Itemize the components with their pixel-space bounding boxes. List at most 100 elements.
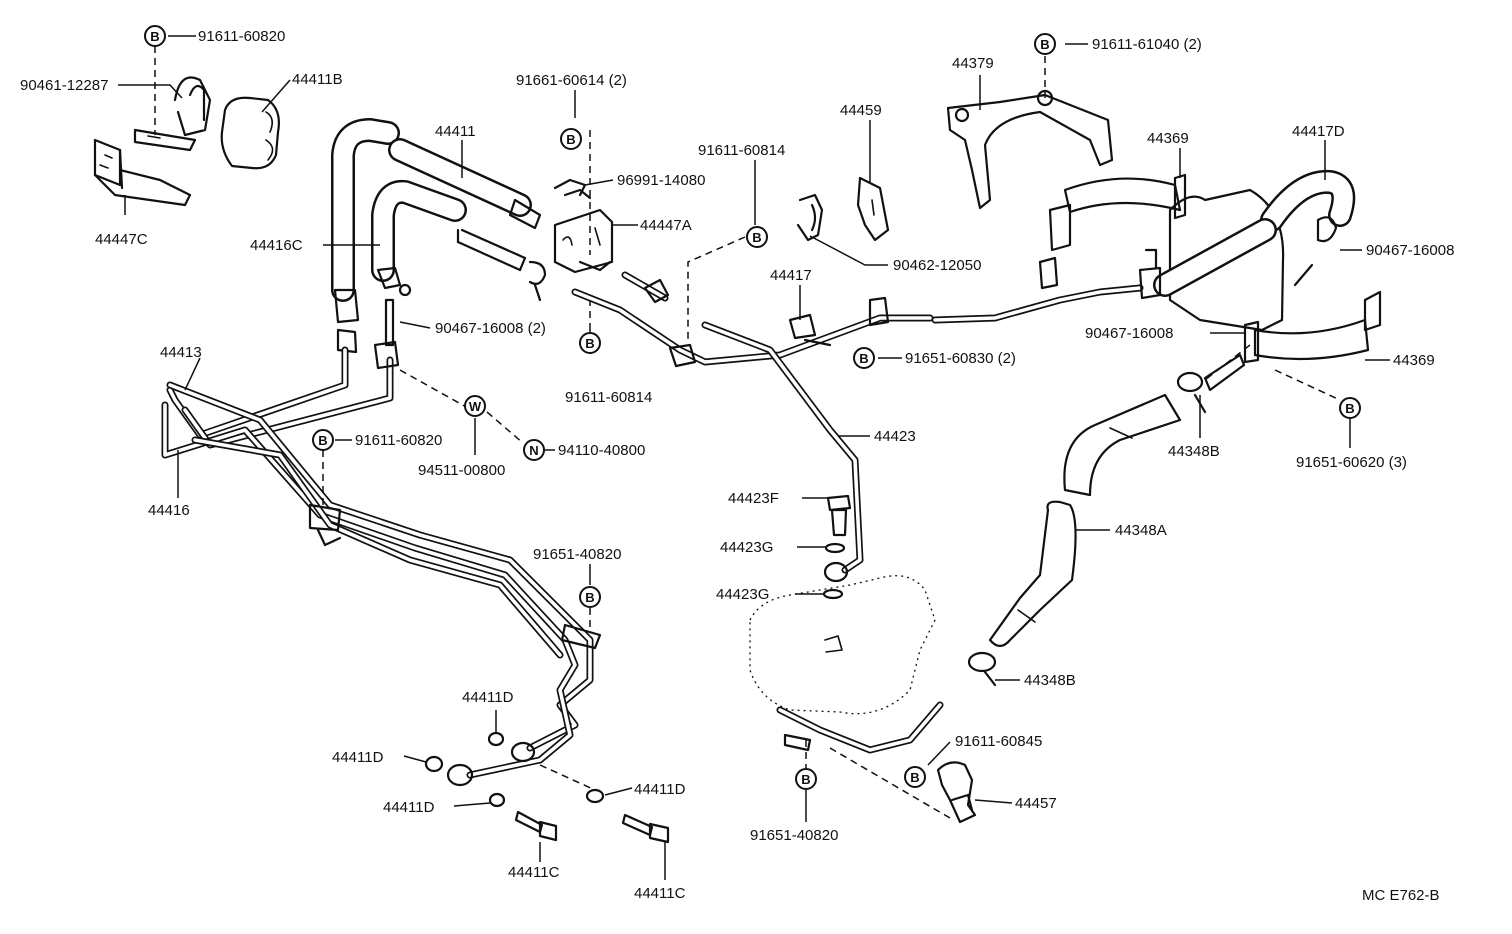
label-p22: 90467-16008 <box>1085 325 1173 342</box>
diagram-reference-code: MC E762-B <box>1362 887 1440 904</box>
leader-lines <box>118 35 1390 880</box>
union-bolt-44411c-1 <box>514 810 558 842</box>
bolt-symbol-4: B <box>746 226 768 248</box>
svg-text:B: B <box>566 132 575 147</box>
label-p20: 91611-60814 <box>565 389 652 406</box>
fuel-tank-strap-44369-lower <box>1243 290 1382 364</box>
hose-44417d <box>1153 169 1356 297</box>
label-p33: 44423G <box>720 539 773 556</box>
bolt-symbol-6: B <box>853 347 875 369</box>
label-p9: 44447A <box>640 217 692 234</box>
svg-text:N: N <box>529 443 538 458</box>
fuel-tank-strap-44369-upper <box>1048 173 1187 252</box>
clamp-90467-16008-tank <box>1138 248 1162 300</box>
label-p23: 44369 <box>1393 352 1435 369</box>
label-p41: 44411D <box>634 781 686 798</box>
label-p29: 44423 <box>874 428 916 445</box>
label-p12: 90462-12050 <box>893 257 981 274</box>
union-bolt-44411c-2 <box>621 813 670 844</box>
bolt-symbol-10: B <box>904 766 926 788</box>
label-p3: 44411B <box>292 71 343 88</box>
svg-text:B: B <box>752 230 761 245</box>
label-p1: 91611-60820 <box>198 28 285 45</box>
svg-text:B: B <box>1345 401 1354 416</box>
clip-bracket-left <box>373 298 400 370</box>
label-p28: 44416 <box>148 502 190 519</box>
bolt-44423f <box>826 494 852 537</box>
gasket-44423g-1 <box>824 542 846 554</box>
bolt-symbol-2: B <box>1034 33 1056 55</box>
bolt-symbol-1: B <box>144 25 166 47</box>
svg-text:B: B <box>910 770 919 785</box>
label-p6: 44416C <box>250 237 303 254</box>
bracket-44447a <box>553 208 614 274</box>
label-p26: 94511-00800 <box>418 462 505 479</box>
label-p24: 44413 <box>160 344 202 361</box>
filler-hose-44348a-upper <box>1063 353 1246 497</box>
svg-text:B: B <box>859 351 868 366</box>
nut-symbol: N <box>523 439 545 461</box>
eye-joint-44411-left <box>446 741 536 787</box>
svg-text:W: W <box>469 399 482 414</box>
hose-clamp-44348b-upper <box>1176 371 1207 414</box>
label-p27: 94110-40800 <box>558 442 645 459</box>
clip-96991-14080 <box>553 178 592 200</box>
hose-clamp-44348b-lower <box>967 651 997 687</box>
clamp-44417 <box>788 256 1059 347</box>
hose-44457 <box>936 761 977 824</box>
label-p30: 44348B <box>1168 443 1220 460</box>
clamp-90461-12287 <box>133 76 212 152</box>
svg-text:B: B <box>801 772 810 787</box>
label-p37: 44348B <box>1024 672 1076 689</box>
svg-text:B: B <box>318 433 327 448</box>
gasket-44411d-4 <box>585 788 605 804</box>
bolt-symbol-11: B <box>795 768 817 790</box>
label-p11: 44459 <box>840 102 882 119</box>
label-p18: 90467-16008 (2) <box>435 320 546 337</box>
fuel-pipe-44423 <box>571 271 1144 574</box>
label-p2: 90461-12287 <box>20 77 108 94</box>
label-p32: 44423F <box>728 490 779 507</box>
label-p44: 91611-60845 <box>955 733 1042 750</box>
label-p46: 91651-40820 <box>750 827 838 844</box>
label-p19: 44417 <box>770 267 812 284</box>
label-p14: 91611-61040 (2) <box>1092 36 1202 53</box>
label-p31: 91651-60620 (3) <box>1296 454 1407 471</box>
label-p10: 91611-60814 <box>698 142 785 159</box>
label-p7: 91661-60614 (2) <box>516 72 627 89</box>
label-p39: 44411D <box>332 749 384 766</box>
label-p16: 44417D <box>1292 123 1345 140</box>
bracket-44447c <box>93 138 192 207</box>
label-p40: 44411D <box>383 799 435 816</box>
hose-clamp-90467-16008-2 <box>333 260 547 354</box>
fuel-tank-outline <box>1168 188 1285 332</box>
svg-text:B: B <box>585 336 594 351</box>
label-p35: 44348A <box>1115 522 1167 539</box>
bracket-44379 <box>946 89 1114 210</box>
bolt-symbol-3: B <box>560 128 582 150</box>
pipe-bracket-bottom <box>776 701 944 754</box>
clip-90462-12050 <box>796 193 824 242</box>
svg-text:B: B <box>585 590 594 605</box>
label-p15: 44369 <box>1147 130 1189 147</box>
label-p13: 44379 <box>952 55 994 72</box>
gasket-44411d-2 <box>424 755 444 773</box>
gasket-44411d-3 <box>488 792 506 808</box>
fuel-tube-44416c <box>331 118 467 302</box>
gasket-44411d-1 <box>487 731 505 747</box>
bolt-symbol-9: B <box>579 586 601 608</box>
fuel-tank-body <box>749 575 936 715</box>
bolt-symbol-7: B <box>1339 397 1361 419</box>
label-p8: 96991-14080 <box>617 172 705 189</box>
gasket-44423g-2 <box>822 588 844 600</box>
label-p5: 44411 <box>435 123 476 140</box>
svg-text:B: B <box>1040 37 1049 52</box>
label-p34: 44423G <box>716 586 769 603</box>
cushion-44411b <box>220 96 280 170</box>
label-p25: 91611-60820 <box>355 432 442 449</box>
label-p21: 91651-60830 (2) <box>905 350 1016 367</box>
fuel-pipe-bundle-44413 <box>161 346 602 779</box>
eye-joint <box>823 561 849 583</box>
hose-44411 <box>388 138 542 272</box>
label-p42: 44411C <box>508 864 560 881</box>
